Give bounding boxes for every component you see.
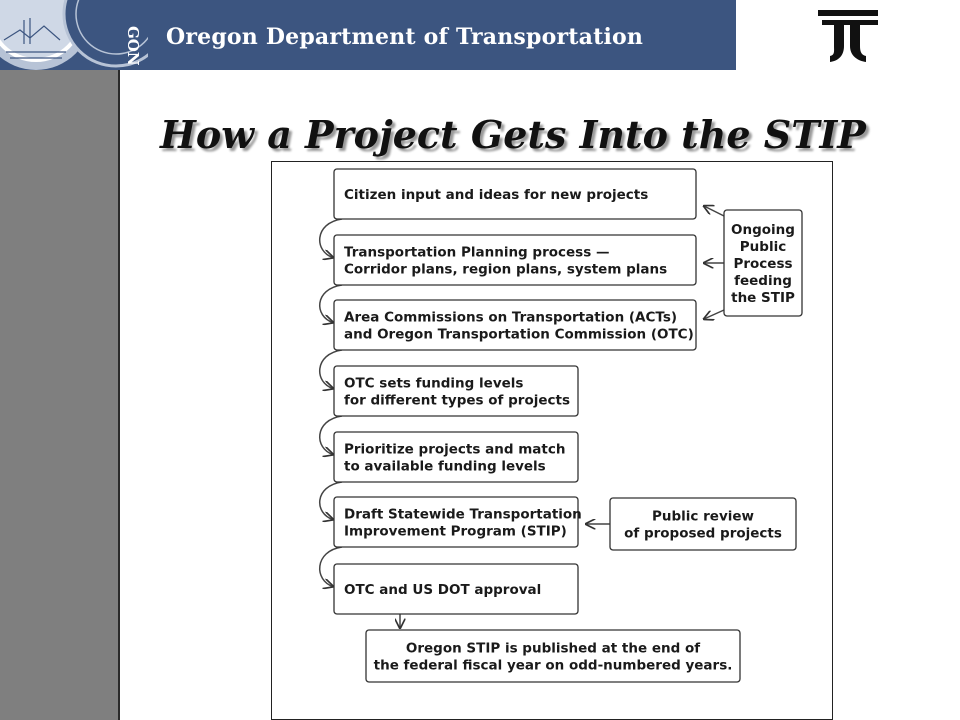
step-area-commissions-label: Area Commissions on Transportation (ACTs… — [344, 310, 677, 326]
step-area-commissions-box — [333, 299, 697, 351]
note-ongoing-public-label: Public — [740, 239, 786, 255]
seal-letters: GON — [124, 26, 142, 66]
step-published-label: Oregon STIP is published at the end of — [406, 641, 700, 657]
step-otc-funding-label: OTC sets funding levels — [344, 376, 523, 392]
public-input-arrow — [704, 309, 725, 319]
note-public-review-label: of proposed projects — [624, 526, 782, 542]
step-published-box — [365, 629, 741, 683]
step-prioritize-label: Prioritize projects and match — [344, 442, 565, 458]
note-ongoing-public-box — [723, 209, 803, 317]
left-sidebar-bar — [0, 70, 120, 720]
step-planning-process-label: Transportation Planning process — — [344, 245, 609, 261]
step-draft-stip: Draft Statewide TransportationImprovemen… — [333, 496, 582, 548]
step-draft-stip-label: Improvement Program (STIP) — [344, 524, 567, 540]
step-citizen-input-box — [333, 168, 697, 220]
agency-title: Oregon Department of Transportation — [166, 24, 644, 50]
flow-arrow — [318, 546, 343, 587]
step-otc-funding-box — [333, 365, 579, 417]
step-published: Oregon STIP is published at the end ofth… — [365, 629, 741, 683]
note-ongoing-public-label: Ongoing — [731, 222, 795, 238]
flow-arrow — [318, 349, 343, 389]
note-ongoing-public-label: the STIP — [731, 290, 795, 306]
note-ongoing-public-label: feeding — [734, 273, 792, 289]
public-input-arrow — [704, 206, 725, 217]
step-area-commissions-label: and Oregon Transportation Commission (OT… — [344, 327, 694, 343]
step-area-commissions: Area Commissions on Transportation (ACTs… — [333, 299, 697, 351]
step-approval-box — [333, 563, 579, 615]
flow-arrow — [318, 284, 343, 323]
step-approval: OTC and US DOT approval — [333, 563, 579, 615]
step-planning-process-box — [333, 234, 697, 286]
step-approval-label: OTC and US DOT approval — [344, 582, 541, 598]
step-citizen-input-label: Citizen input and ideas for new projects — [344, 187, 648, 203]
note-ongoing-public-label: Process — [733, 256, 792, 272]
step-citizen-input: Citizen input and ideas for new projects — [333, 168, 697, 220]
diagram-canvas: Citizen input and ideas for new projects… — [318, 168, 803, 683]
note-public-review-label: Public review — [652, 509, 754, 525]
stip-process-diagram: Citizen input and ideas for new projects… — [271, 161, 833, 720]
oregon-seal-icon: GON — [0, 0, 148, 70]
step-draft-stip-box — [333, 496, 579, 548]
header-banner: GON Oregon Department of Transportation — [0, 0, 736, 70]
flow-arrow — [318, 415, 343, 455]
slide-title: How a Project Gets Into the STIP — [160, 112, 866, 157]
flow-arrow — [318, 481, 343, 520]
step-prioritize-box — [333, 431, 579, 483]
odot-logo-icon — [816, 6, 886, 66]
step-otc-funding-label: for different types of projects — [344, 393, 570, 409]
flow-arrow — [318, 218, 343, 258]
step-prioritize-label: to available funding levels — [344, 459, 546, 475]
step-planning-process-label: Corridor plans, region plans, system pla… — [344, 262, 667, 278]
step-planning-process: Transportation Planning process —Corrido… — [333, 234, 697, 286]
note-public-review-box — [609, 497, 797, 551]
step-draft-stip-label: Draft Statewide Transportation — [344, 507, 582, 523]
step-published-label: the federal fiscal year on odd-numbered … — [374, 658, 733, 674]
